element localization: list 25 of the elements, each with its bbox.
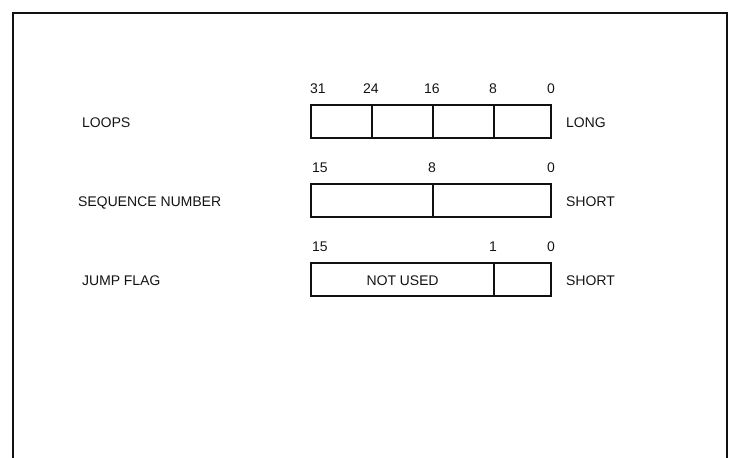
register-field	[310, 104, 373, 139]
field-label: JUMP FLAG	[82, 272, 160, 288]
register-field	[310, 183, 434, 218]
register-field: NOT USED	[310, 262, 495, 297]
bit-number: 31	[310, 80, 326, 96]
register-field	[493, 262, 552, 297]
bit-number: 24	[363, 80, 379, 96]
field-label: LONG	[566, 114, 606, 130]
register-field	[432, 104, 495, 139]
bit-number: 0	[547, 238, 555, 254]
register-field	[493, 104, 552, 139]
register-field	[371, 104, 434, 139]
field-label: LOOPS	[82, 114, 130, 130]
bit-number: 8	[428, 159, 436, 175]
field-label: SEQUENCE NUMBER	[78, 193, 222, 209]
bit-number: 16	[424, 80, 440, 96]
bit-number: 0	[547, 80, 555, 96]
bit-number: 0	[547, 159, 555, 175]
register-field	[432, 183, 552, 218]
bit-number: 15	[312, 238, 328, 254]
bit-number: 8	[489, 80, 497, 96]
bit-number: 15	[312, 159, 328, 175]
bit-number: 1	[489, 238, 497, 254]
field-label: SHORT	[566, 272, 615, 288]
field-label: SHORT	[566, 193, 615, 209]
